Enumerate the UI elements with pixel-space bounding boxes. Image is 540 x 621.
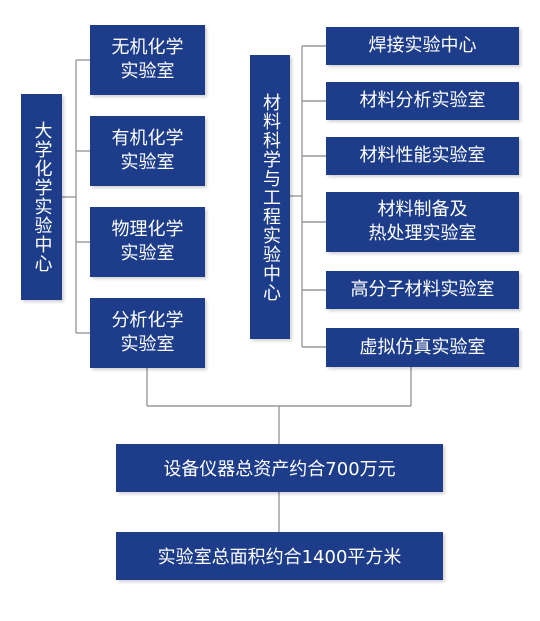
materials-lab-box: 高分子材料实验室: [326, 271, 519, 309]
materials-lab-line1: 材料制备及: [377, 199, 468, 220]
chem-lab-box: 有机化学实验室: [90, 116, 205, 186]
chem-lab-line2: 实验室: [120, 334, 175, 355]
materials-lab-label: 焊接实验中心: [368, 35, 477, 56]
chem-lab-line2: 实验室: [120, 61, 175, 82]
materials-center-title: 材料科学与工程实验中心: [250, 55, 290, 339]
materials-lab-box: 材料性能实验室: [326, 137, 519, 175]
chem-lab-box: 物理化学实验室: [90, 207, 205, 277]
materials-lab-label: 材料分析实验室: [359, 90, 486, 111]
chem-lab-line2: 实验室: [120, 243, 175, 264]
chem-center-title-text: 大学化学实验中心: [31, 121, 53, 273]
materials-lab-box: 材料制备及热处理实验室: [326, 192, 519, 252]
area-summary-text: 实验室总面积约合1400平方米: [157, 547, 402, 568]
area-summary-box: 实验室总面积约合1400平方米: [116, 532, 443, 580]
materials-lab-label: 材料性能实验室: [359, 145, 486, 166]
assets-summary-text: 设备仪器总资产约合700万元: [163, 459, 396, 480]
chem-lab-line1: 无机化学: [111, 37, 184, 58]
chem-lab-line2: 实验室: [120, 152, 175, 173]
chem-lab-box: 无机化学实验室: [90, 25, 205, 95]
materials-lab-box: 焊接实验中心: [326, 27, 519, 65]
chem-lab-box: 分析化学实验室: [90, 298, 205, 368]
materials-lab-label: 高分子材料实验室: [350, 279, 495, 300]
materials-center-title-text: 材料科学与工程实验中心: [260, 92, 281, 302]
materials-lab-box: 虚拟仿真实验室: [326, 328, 519, 367]
chem-lab-line1: 有机化学: [111, 128, 184, 149]
chem-lab-line1: 分析化学: [111, 310, 184, 331]
materials-lab-label: 虚拟仿真实验室: [359, 336, 486, 358]
materials-lab-box: 材料分析实验室: [326, 82, 519, 120]
chem-lab-line1: 物理化学: [111, 219, 184, 240]
chem-center-title: 大学化学实验中心: [21, 94, 62, 300]
assets-summary-box: 设备仪器总资产约合700万元: [116, 444, 443, 492]
materials-lab-line2: 热处理实验室: [368, 223, 477, 244]
